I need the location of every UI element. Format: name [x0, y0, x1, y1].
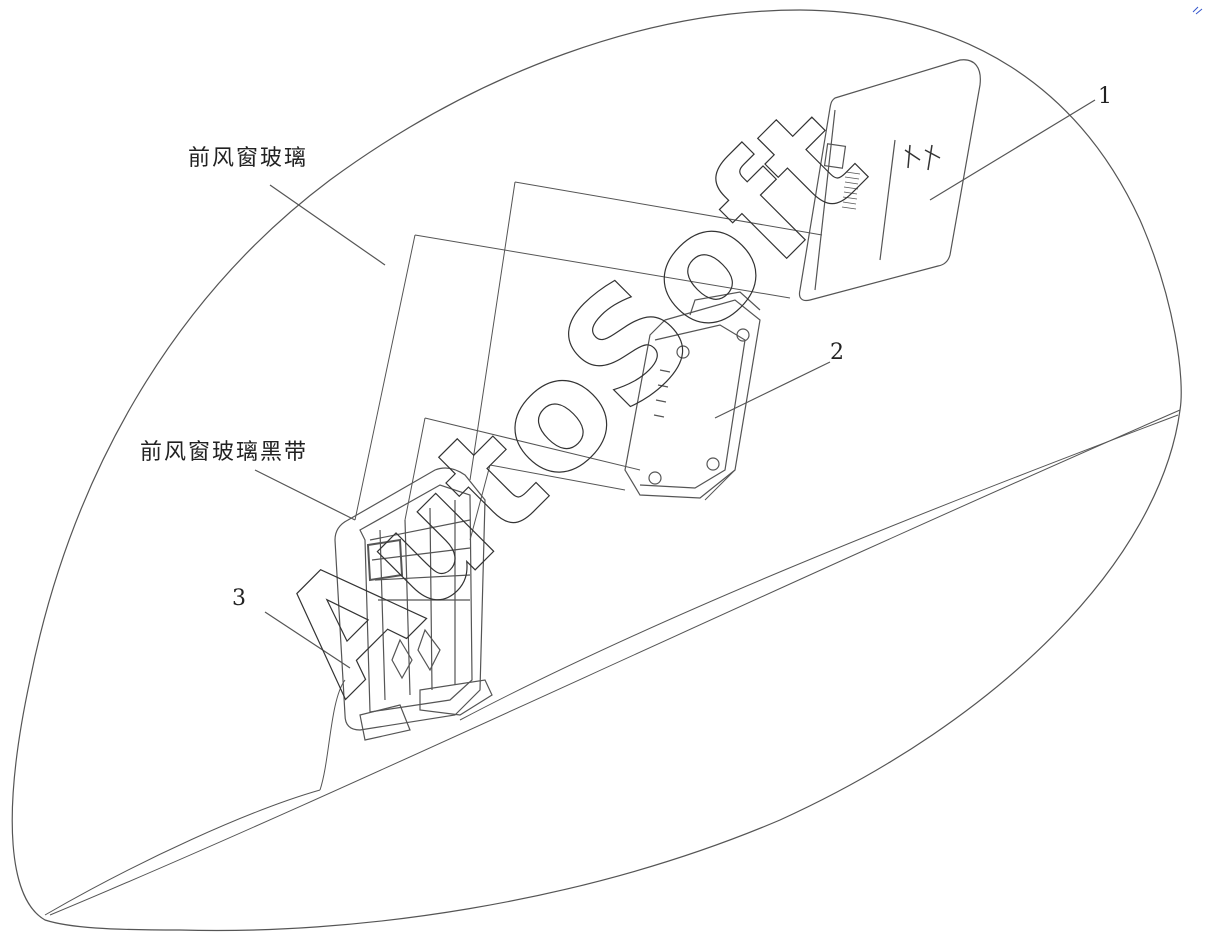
windshield-inner-edge	[49, 409, 1181, 916]
watermark: AutoSoft	[247, 75, 897, 725]
leader-line-2	[714, 361, 831, 419]
part-3-bracket	[334, 467, 493, 741]
part-2-module	[624, 291, 761, 499]
windshield-band-edge-1	[319, 679, 346, 791]
windshield-band-edge-2	[44, 789, 321, 916]
part-1-cover	[798, 59, 981, 302]
corner-mark	[1192, 6, 1203, 15]
label-windshield-black-band: 前风窗玻璃黑带	[140, 440, 309, 465]
callout-2: 2	[830, 340, 844, 365]
label-windshield: 前风窗玻璃	[188, 146, 309, 171]
leader-line-black-band	[254, 469, 356, 521]
leader-line-3	[264, 611, 351, 669]
windshield-outline	[11, 9, 1182, 932]
callout-3: 3	[232, 586, 246, 611]
leader-line-windshield	[269, 184, 386, 266]
assembly-projection-lines	[354, 181, 823, 541]
windshield-band-edge-3	[459, 414, 1179, 721]
callout-1: 1	[1098, 84, 1112, 109]
leader-line-1	[929, 99, 1096, 201]
